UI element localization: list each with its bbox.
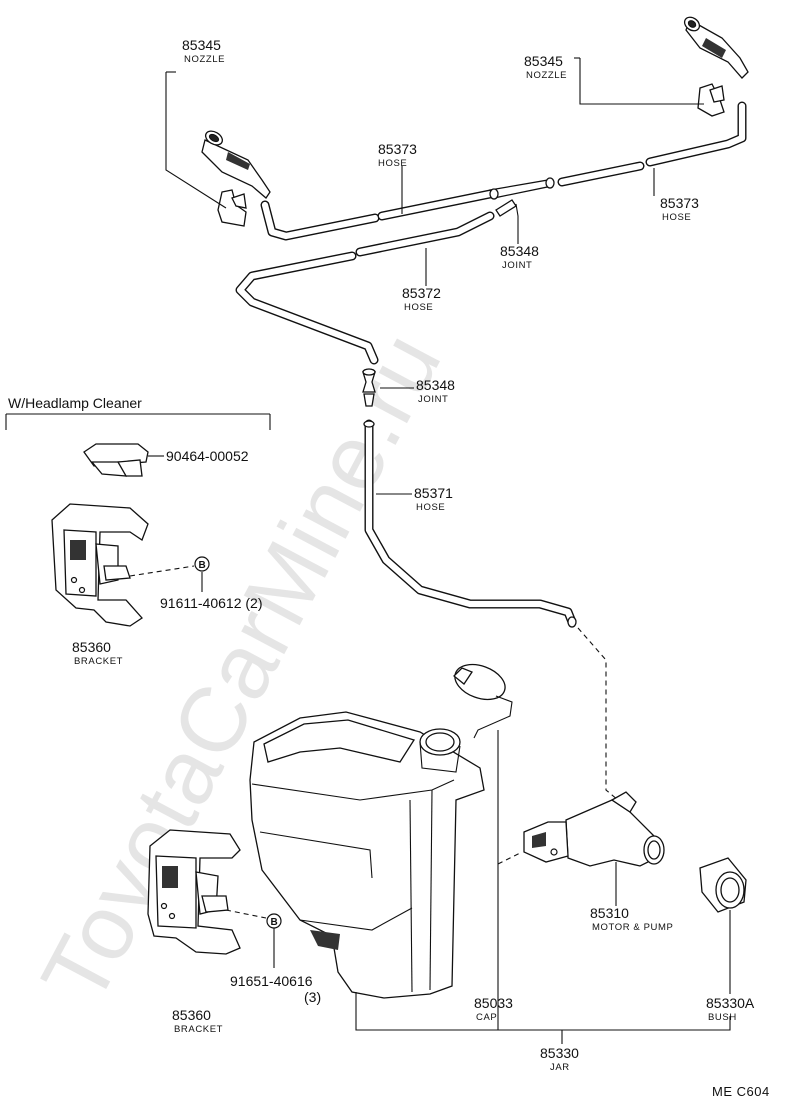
motor-pump-part bbox=[523, 791, 665, 867]
joint-lower-number: 85348 bbox=[416, 377, 455, 393]
jar-desc: JAR bbox=[550, 1062, 570, 1073]
screw-lower-qty: (3) bbox=[304, 989, 321, 1005]
nozzle-left-desc: NOZZLE bbox=[184, 54, 225, 65]
jar-number: 85330 bbox=[540, 1045, 579, 1061]
bracket-upper-desc: BRACKET bbox=[74, 656, 123, 667]
screw-upper-number: 91611-40612 (2) bbox=[160, 595, 262, 611]
nozzle-left bbox=[201, 130, 271, 227]
joint-lower-desc: JOINT bbox=[418, 394, 448, 405]
hose-mid-desc: HOSE bbox=[404, 302, 433, 313]
clip-part bbox=[83, 443, 149, 477]
bracket-lower-desc: BRACKET bbox=[174, 1024, 223, 1035]
bracket-lower bbox=[147, 829, 241, 955]
bracket-lower-number: 85360 bbox=[172, 1007, 211, 1023]
hose-long-number: 85371 bbox=[414, 485, 453, 501]
motor-pump-desc: MOTOR & PUMP bbox=[592, 922, 673, 933]
hose-mid-number: 85372 bbox=[402, 285, 441, 301]
fastener-b-lower-symbol: B bbox=[271, 917, 278, 928]
section-title: W/Headlamp Cleaner bbox=[8, 395, 142, 411]
hose-right-desc: HOSE bbox=[662, 212, 691, 223]
fastener-b-lower: B bbox=[266, 913, 282, 929]
bracket-upper bbox=[51, 503, 149, 627]
hose-top-desc: HOSE bbox=[378, 158, 407, 169]
hose-system bbox=[235, 101, 747, 801]
nozzle-left-number: 85345 bbox=[182, 37, 221, 53]
screw-lower-number: 91651-40616 bbox=[230, 973, 313, 989]
bush-number: 85330A bbox=[706, 995, 755, 1011]
hose-long-desc: HOSE bbox=[416, 502, 445, 513]
leader-lines bbox=[5, 57, 731, 1044]
cap-part bbox=[453, 663, 513, 739]
clip-number: 90464-00052 bbox=[166, 448, 249, 464]
fastener-b-upper-symbol: B bbox=[199, 560, 206, 571]
hose-top-number: 85373 bbox=[378, 141, 417, 157]
cap-desc: CAP bbox=[476, 1012, 497, 1023]
motor-pump-number: 85310 bbox=[590, 905, 629, 921]
bush-part bbox=[699, 857, 747, 913]
page-code: ME C604 bbox=[712, 1084, 770, 1099]
jar bbox=[249, 711, 485, 999]
nozzle-right-number: 85345 bbox=[524, 53, 563, 69]
nozzle-right bbox=[683, 16, 749, 117]
fastener-b-upper: B bbox=[194, 556, 210, 572]
joint-upper-number: 85348 bbox=[500, 243, 539, 259]
joint-upper-desc: JOINT bbox=[502, 260, 532, 271]
nozzle-right-desc: NOZZLE bbox=[526, 70, 567, 81]
bracket-upper-number: 85360 bbox=[72, 639, 111, 655]
hose-right-number: 85373 bbox=[660, 195, 699, 211]
bush-desc: BUSH bbox=[708, 1012, 737, 1023]
cap-number: 85033 bbox=[474, 995, 513, 1011]
